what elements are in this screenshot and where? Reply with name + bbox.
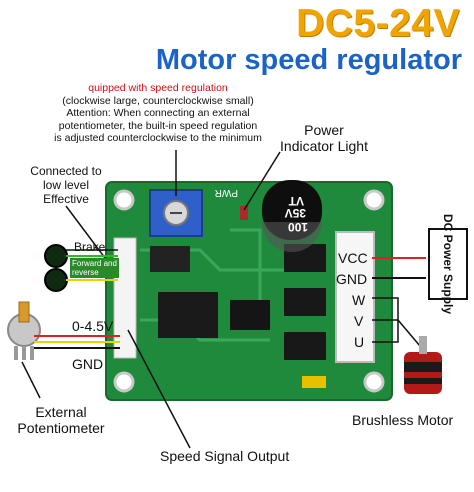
mounting-hole <box>113 189 135 211</box>
forward-reverse-label: Forward and reverse <box>70 258 119 278</box>
smd-resistor <box>302 376 326 388</box>
motor-wire <box>397 319 421 347</box>
u-phase-label: U <box>354 334 365 350</box>
mosfet <box>284 288 326 316</box>
external-pot-line1: External <box>35 404 87 420</box>
input-header <box>113 237 137 359</box>
brake-button-icon <box>44 244 68 268</box>
controller-ic <box>158 292 218 338</box>
capacitor-label-2: 35V <box>285 206 306 220</box>
gnd-right-label: GND <box>336 271 368 287</box>
note-line-5: is adjusted counterclockwise to the mini… <box>54 132 262 144</box>
pointer-line <box>21 361 41 399</box>
speed-signal-output-label: Speed Signal Output <box>160 448 290 464</box>
low-level-label: Connected to low level Effective <box>16 164 116 206</box>
brushless-motor-icon <box>404 336 442 394</box>
pointer-line <box>243 151 281 211</box>
low-level-label-line1: Connected to <box>30 164 102 178</box>
brushless-motor-label: Brushless Motor <box>352 412 454 428</box>
power-indicator-label: Power Indicator Light <box>262 122 386 154</box>
external-pot-line2: Potentiometer <box>17 420 105 436</box>
external-potentiometer-icon <box>7 301 41 360</box>
speed-regulation-note: quipped with speed regulation (clockwise… <box>8 82 308 145</box>
capacitor-label-1: VT <box>288 194 304 208</box>
pointer-line <box>65 205 109 263</box>
dc-power-supply-box: DC Power Supply <box>428 214 468 314</box>
pcb-board <box>105 180 393 401</box>
w-phase-label: W <box>352 292 366 308</box>
forward-reverse-line2: reverse <box>72 268 99 277</box>
voltage-regulator-chip <box>150 246 190 272</box>
low-level-label-line3: Effective <box>43 192 89 206</box>
mounting-hole <box>113 371 135 393</box>
capacitor-label-3: 100 <box>288 220 308 234</box>
note-line-3: Attention: When connecting an external <box>66 107 250 119</box>
vcc-label: VCC <box>338 250 368 266</box>
voltage-range-label: 0-4.5V <box>72 318 114 334</box>
electrolytic-capacitor <box>262 180 322 252</box>
note-line-2: (clockwise large, counterclockwise small… <box>62 94 254 107</box>
driver-chip <box>230 300 270 330</box>
mounting-hole <box>363 189 385 211</box>
motor-power-connector <box>335 231 375 363</box>
power-led <box>240 206 248 220</box>
brake-label: Brake <box>74 240 106 254</box>
mounting-hole <box>363 371 385 393</box>
gnd-left-label: GND <box>72 356 104 372</box>
low-level-label-line2: low level <box>42 178 90 192</box>
note-line-1: quipped with speed regulation <box>88 82 228 94</box>
power-indicator-label-line2: Indicator Light <box>280 138 368 154</box>
pointer-line <box>127 329 191 449</box>
mosfet <box>284 332 326 360</box>
direction-button-icon <box>44 268 68 292</box>
product-subtitle: Motor speed regulator <box>155 44 462 76</box>
product-title: DC5-24V <box>296 2 460 45</box>
external-potentiometer-label: External Potentiometer <box>6 404 116 436</box>
pwr-silk: PWR <box>215 187 238 198</box>
note-line-4: potentiometer, the built-in speed regula… <box>58 119 258 132</box>
forward-reverse-line1: Forward and <box>72 259 117 268</box>
v-phase-label: V <box>354 313 364 329</box>
dc-power-supply-label: DC Power Supply <box>441 213 455 315</box>
power-indicator-label-line1: Power <box>304 122 344 138</box>
